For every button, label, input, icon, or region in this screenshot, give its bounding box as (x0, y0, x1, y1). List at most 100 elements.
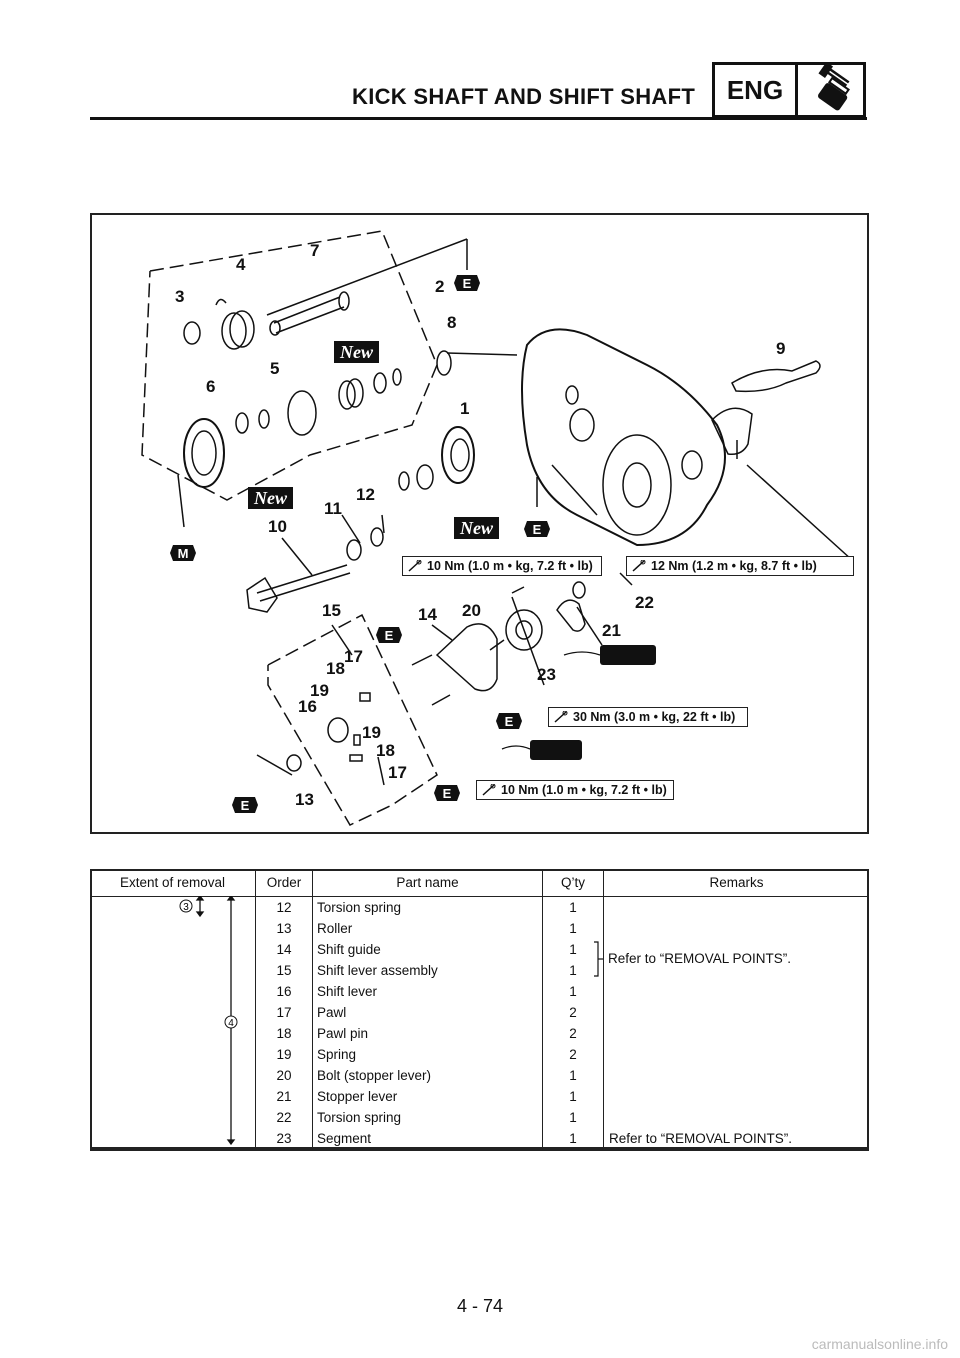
callout-20: 20 (462, 601, 481, 620)
new-part-tag-2: New (248, 487, 293, 509)
cell-part-name: Pawl pin (312, 1023, 543, 1044)
wrench-icon (632, 560, 646, 572)
engine-oil-icon: E (496, 713, 522, 729)
cell-remarks (603, 1107, 869, 1128)
cell-remarks (603, 918, 869, 939)
cell-order: 15 (255, 960, 313, 981)
svg-text:M: M (178, 546, 189, 561)
callout-13: 13 (295, 790, 314, 809)
callout-12: 12 (356, 485, 375, 504)
cell-remarks (603, 896, 869, 918)
cell-part-name: Shift lever assembly (312, 960, 543, 981)
svg-text:E: E (241, 798, 250, 813)
cell-remarks (603, 939, 869, 960)
torque-spec-1: 10 Nm (1.0 m • kg, 7.2 ft • lb) (402, 556, 602, 576)
callout-9: 9 (776, 339, 786, 358)
cell-qty: 1 (542, 939, 604, 960)
exploded-view-drawing (141, 230, 853, 826)
section-badge: ENG (712, 62, 866, 118)
section-badge-label: ENG (715, 65, 798, 115)
cell-remarks (603, 1065, 869, 1086)
cell-remarks: Refer to “REMOVAL POINTS”. (603, 1128, 869, 1149)
engine-oil-icon: E (232, 797, 258, 813)
callout-22: 22 (635, 593, 654, 612)
wrench-icon (408, 560, 422, 572)
cell-part-name: Torsion spring (312, 1107, 543, 1128)
cell-order: 12 (255, 896, 313, 918)
callout-11: 11 (324, 499, 342, 518)
callout-15: 15 (322, 601, 341, 620)
cell-part-name: Roller (312, 918, 543, 939)
torque-spec-3: 30 Nm (3.0 m • kg, 22 ft • lb) (548, 707, 748, 727)
cell-qty: 2 (542, 1023, 604, 1044)
callout-7: 7 (310, 241, 320, 260)
remark-bracket-text: Refer to “REMOVAL POINTS”. (608, 951, 792, 966)
cell-order: 19 (255, 1044, 313, 1065)
cell-part-name: Shift lever (312, 981, 543, 1002)
header-qty: Q’ty (542, 869, 604, 897)
page-title: KICK SHAFT AND SHIFT SHAFT (352, 84, 696, 109)
callout-3: 3 (175, 287, 185, 306)
callout-17a: 17 (344, 647, 363, 666)
svg-text:E: E (463, 276, 472, 291)
cell-order: 22 (255, 1107, 313, 1128)
callout-6: 6 (206, 377, 216, 396)
header-order: Order (255, 869, 313, 897)
header-remarks: Remarks (603, 869, 869, 897)
table-header-row: Extent of removal Order Part name Q’ty R… (90, 869, 869, 897)
cell-remarks (603, 1044, 869, 1065)
torque-spec-1-text: 10 Nm (1.0 m • kg, 7.2 ft • lb) (427, 559, 593, 573)
header-rule (90, 117, 867, 120)
cell-part-name: Shift guide (312, 939, 543, 960)
svg-text:E: E (533, 522, 542, 537)
cell-part-name: Spring (312, 1044, 543, 1065)
header-extent: Extent of removal (90, 869, 256, 897)
cell-part-name: Pawl (312, 1002, 543, 1023)
cell-qty: 1 (542, 981, 604, 1002)
cell-qty: 1 (542, 896, 604, 918)
cell-remarks (603, 1086, 869, 1107)
cell-part-name: Bolt (stopper lever) (312, 1065, 543, 1086)
cell-qty: 1 (542, 1086, 604, 1107)
cell-qty: 1 (542, 918, 604, 939)
svg-text:E: E (385, 628, 394, 643)
callout-18a: 18 (326, 659, 345, 678)
cell-order: 13 (255, 918, 313, 939)
engine-oil-icon: E (454, 275, 480, 291)
header-part-name: Part name (312, 869, 543, 897)
new-part-tag-1: New (334, 341, 379, 363)
callout-10: 10 (268, 517, 287, 536)
callout-21: 21 (602, 621, 621, 640)
engine-oil-icon: E (434, 785, 460, 801)
cell-qty: 1 (542, 960, 604, 981)
cell-order: 17 (255, 1002, 313, 1023)
cell-part-name: Stopper lever (312, 1086, 543, 1107)
svg-text:E: E (505, 714, 514, 729)
torque-spec-4-text: 10 Nm (1.0 m • kg, 7.2 ft • lb) (501, 783, 667, 797)
callout-2: 2 (435, 277, 445, 296)
cell-order: 16 (255, 981, 313, 1002)
watermark: carmanualsonline.info (811, 1336, 948, 1352)
torque-spec-2: 12 Nm (1.2 m • kg, 8.7 ft • lb) (626, 556, 854, 576)
cell-remarks (603, 1002, 869, 1023)
callout-5: 5 (270, 359, 280, 378)
callout-23: 23 (537, 665, 556, 684)
cell-order: 23 (255, 1128, 313, 1149)
callout-4: 4 (236, 255, 246, 274)
torque-spec-3-text: 30 Nm (3.0 m • kg, 22 ft • lb) (573, 710, 736, 724)
cell-remarks (603, 981, 869, 1002)
torque-spec-4: 10 Nm (1.0 m • kg, 7.2 ft • lb) (476, 780, 674, 800)
remark-bracket (594, 941, 603, 977)
callout-19a: 19 (310, 681, 329, 700)
page-number: 4 - 74 (456, 1296, 504, 1316)
cell-remarks (603, 960, 869, 981)
